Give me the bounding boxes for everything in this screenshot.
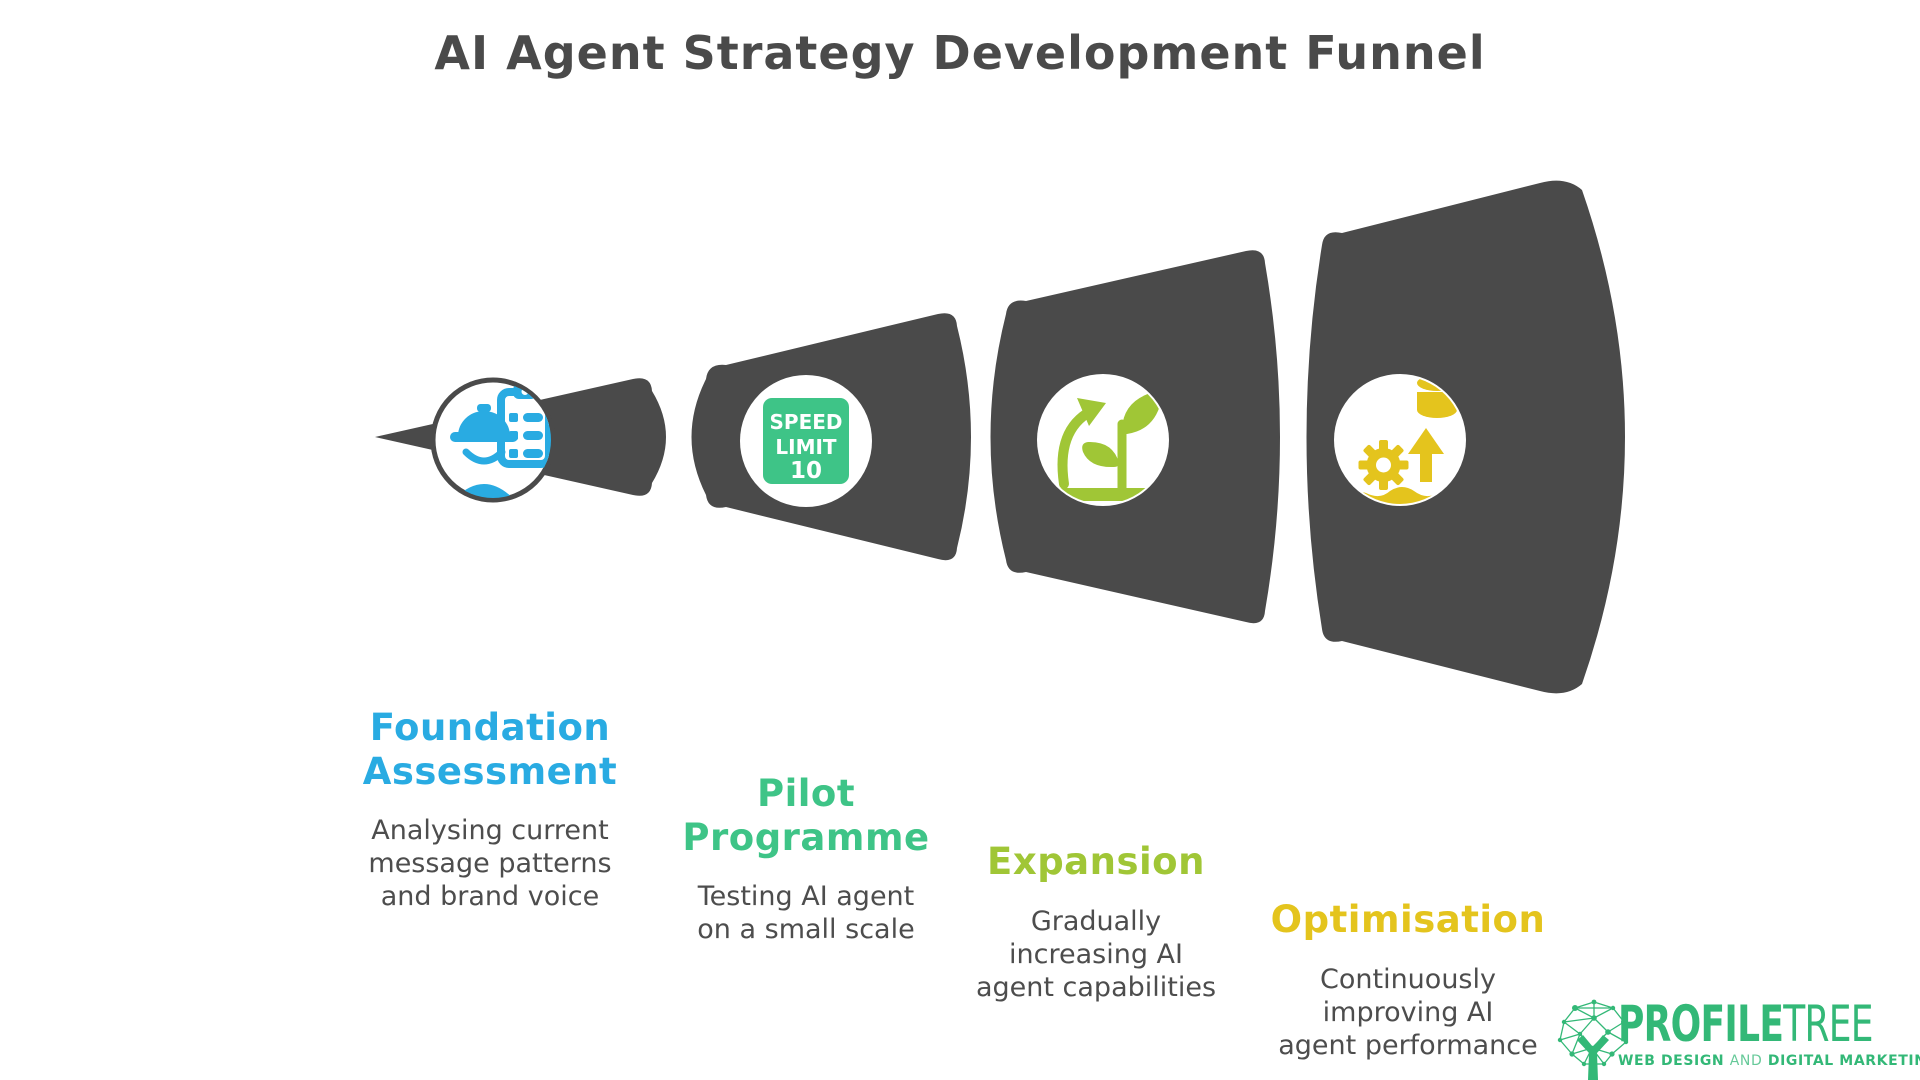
page-title: AI Agent Strategy Development Funnel <box>434 26 1486 80</box>
speed-sign-line3: 10 <box>790 458 822 484</box>
wordmark-bold: PROFILE <box>1618 995 1784 1053</box>
stage-circle-3 <box>1037 374 1169 506</box>
stage-circle-4 <box>1334 374 1466 506</box>
stage-title: Foundation Assessment <box>362 706 618 793</box>
wordmark-light: TREE <box>1783 995 1873 1053</box>
stage-title: Expansion <box>987 840 1205 883</box>
stage-description: Analysing current message patterns and b… <box>368 815 612 913</box>
speed-limit-10-icon: SPEED LIMIT 10 <box>763 398 849 484</box>
stage-label-foundation-assessment: Foundation Assessment Analysing current … <box>320 706 660 914</box>
profiletree-tagline: WEB DESIGN AND DIGITAL MARKETING <box>1618 1054 1920 1068</box>
tagline-digital-marketing: DIGITAL MARKETING <box>1767 1053 1920 1069</box>
stage-title: Optimisation <box>1270 898 1546 941</box>
speed-sign-line1: SPEED <box>770 410 843 434</box>
stage-label-pilot-programme: Pilot Programme Testing AI agent on a sm… <box>636 772 976 947</box>
tagline-and: AND <box>1729 1053 1763 1069</box>
stage-description: Testing AI agent on a small scale <box>697 881 915 946</box>
stage-description: Continuously improving AI agent performa… <box>1278 963 1538 1061</box>
profiletree-wordmark: PROFILETREE <box>1618 999 1874 1049</box>
profiletree-logo: PROFILETREE WEB DESIGN AND DIGITAL MARKE… <box>1618 999 1920 1068</box>
stage-label-expansion: Expansion Gradually increasing AI agent … <box>926 840 1266 1004</box>
engineer-clipboard-icon <box>448 384 551 498</box>
growth-plant-icon <box>1056 391 1162 501</box>
tagline-web-design: WEB DESIGN <box>1618 1053 1725 1069</box>
speed-sign-line2: LIMIT <box>775 435 837 459</box>
network-tree-icon <box>1557 999 1629 1080</box>
stage-label-optimisation: Optimisation Continuously improving AI a… <box>1238 898 1578 1062</box>
stage-title: Pilot Programme <box>682 772 930 859</box>
stage-description: Gradually increasing AI agent capabiliti… <box>975 905 1217 1003</box>
